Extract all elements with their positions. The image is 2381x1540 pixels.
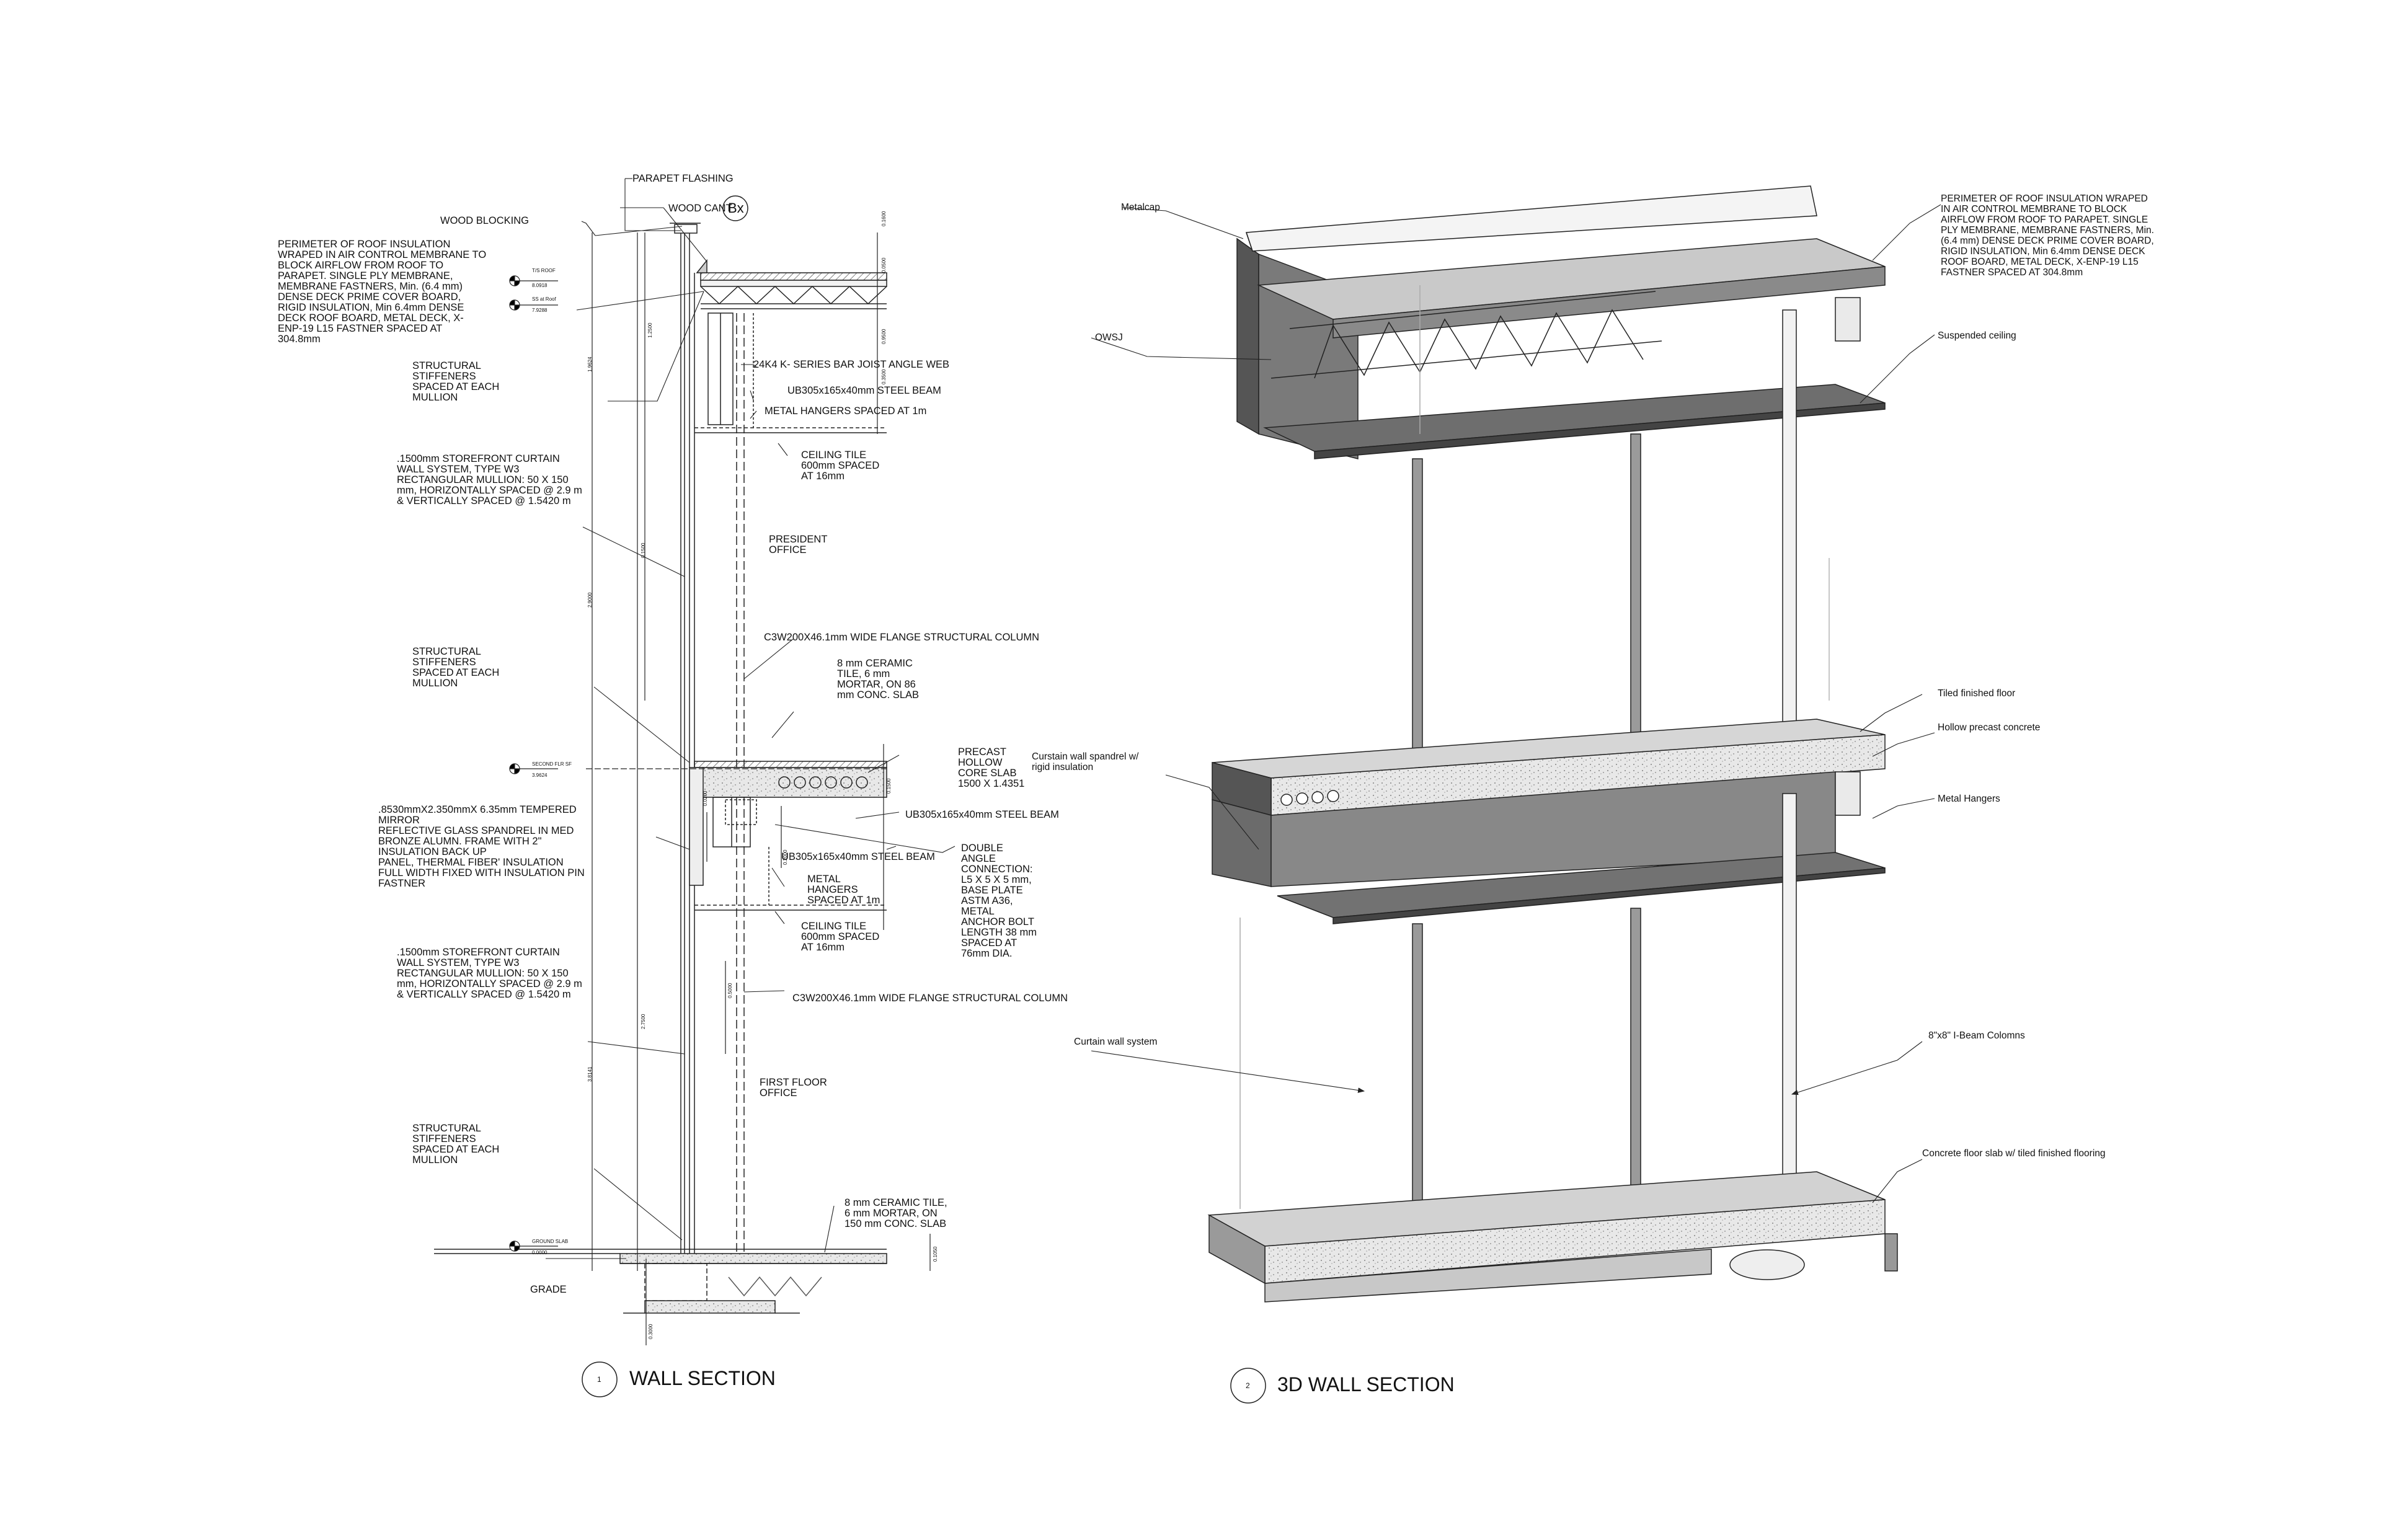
note-spandrel-glass: .8530mmX2.350mmX 6.35mm TEMPERED MIRROR … (378, 804, 585, 889)
note-curtain-wall-upper: .1500mm STOREFRONT CURTAIN WALL SYSTEM, … (397, 453, 582, 507)
wall-section-drawing (434, 223, 887, 1314)
level-ground-value: 0.0000 (532, 1250, 548, 1255)
label-metal-hangers: Metal Hangers (1938, 794, 2000, 804)
section-2-tag-circle (1230, 1368, 1266, 1404)
level-tos-roof-name: T/S ROOF (532, 268, 556, 273)
note-metal-hangers-mid: METAL HANGERS SPACED AT 1m (807, 874, 880, 906)
note-column-lower: C3W200X46.1mm WIDE FLANGE STRUCTURAL COL… (792, 993, 1068, 1004)
section-2-tag-number: 2 (1246, 1381, 1250, 1390)
level-roof-name: SS at Roof (532, 296, 556, 302)
note-ceiling-tile-top: CEILING TILE 600mm SPACED AT 16mm (801, 449, 880, 482)
level-tos-roof-value: 8.0918 (532, 283, 548, 288)
note-ceramic-tile-lower: 8 mm CERAMIC TILE, 6 mm MORTAR, ON 150 m… (845, 1197, 947, 1229)
detail-tag-label: Bx (728, 200, 744, 216)
level-second-floor-value: 3.9624 (532, 772, 548, 778)
wall-section-dimensions (586, 232, 931, 1345)
label-first-floor-office: FIRST FLOOR OFFICE (760, 1077, 827, 1099)
dim-text: 0.5000 (727, 983, 733, 998)
section-1-title: WALL SECTION (629, 1367, 776, 1389)
level-second-floor-name: SECOND FLR SF (532, 761, 572, 767)
note-parapet-flashing: PARAPET FLASHING (632, 173, 734, 184)
label-grade: GRADE (530, 1284, 567, 1295)
note-steel-beam-mid-left: UB305x165x40mm STEEL BEAM (781, 851, 935, 862)
note-column-upper: C3W200X46.1mm WIDE FLANGE STRUCTURAL COL… (764, 632, 1040, 643)
detail-tag-bubble (722, 195, 748, 221)
dim-text: 0.0200 (703, 790, 708, 806)
note-metal-hangers-top: METAL HANGERS SPACED AT 1m (765, 405, 927, 417)
dim-text: 1.9624 (587, 356, 593, 372)
dim-text: 0.2000 (783, 849, 788, 865)
label-tiled-finished-floor: Tiled finished floor (1938, 688, 2016, 699)
label-i-beam-columns: 8"x8" I-Beam Colomns (1928, 1030, 2025, 1041)
3d-wall-section-leaders (1091, 204, 1941, 1203)
dim-text: 0.9500 (881, 329, 887, 344)
dim-text: 0.1600 (881, 211, 887, 226)
3d-wall-section-drawing (1207, 185, 1898, 1303)
3d-section-callouts (1230, 1368, 1266, 1404)
dim-text: 0.1500 (641, 542, 646, 558)
note-steel-beam-mid-right: UB305x165x40mm STEEL BEAM (905, 809, 1059, 820)
note-structural-stiffeners-top: STRUCTURAL STIFFENERS SPACED AT EACH MUL… (412, 360, 500, 403)
label-curtain-wall-system: Curtain wall system (1074, 1037, 1158, 1047)
label-roof-insulation-3d: PERIMETER OF ROOF INSULATION WRAPED IN A… (1941, 193, 2154, 278)
note-double-angle: DOUBLE ANGLE CONNECTION: L5 X 5 X 5 mm, … (961, 843, 1037, 959)
dim-text: 2.7500 (641, 1014, 646, 1029)
note-structural-stiffeners-mid: STRUCTURAL STIFFENERS SPACED AT EACH MUL… (412, 646, 500, 689)
wall-section-callouts (582, 195, 748, 1397)
level-roof-value: 7.9288 (532, 308, 548, 313)
note-wood-cant: WOOD CANT (668, 203, 732, 214)
note-ceiling-tile-mid: CEILING TILE 600mm SPACED AT 16mm (801, 921, 880, 953)
label-owsj: OWSJ (1095, 332, 1123, 343)
dim-text: 0.3000 (648, 1324, 654, 1339)
dim-text: 0.1500 (886, 778, 892, 794)
note-steel-beam-top: UB305x165x40mm STEEL BEAM (787, 385, 941, 396)
note-precast-slab: PRECAST HOLLOW CORE SLAB 1500 X 1.4351 (958, 746, 1025, 789)
dim-text: 1.2500 (647, 322, 653, 338)
note-structural-stiffeners-low: STRUCTURAL STIFFENERS SPACED AT EACH MUL… (412, 1123, 500, 1166)
section-1-tag-circle (582, 1361, 618, 1397)
level-ground-name: GROUND SLAB (532, 1239, 569, 1244)
note-curtain-wall-lower: .1500mm STOREFRONT CURTAIN WALL SYSTEM, … (397, 947, 582, 1000)
section-1-tag-number: 1 (597, 1375, 601, 1384)
label-curtain-spandrel: Curstain wall spandrel w/ rigid insulati… (1032, 751, 1139, 772)
wall-section-leaders (546, 178, 956, 1259)
note-roof-insulation: PERIMETER OF ROOF INSULATION WRAPED IN A… (278, 239, 487, 345)
level-markers (509, 275, 558, 1252)
label-metalcap: Metalcap (1121, 202, 1160, 213)
dim-text: 0.0500 (881, 257, 887, 273)
label-suspended-ceiling: Suspended ceiling (1938, 330, 2016, 341)
label-hollow-precast: Hollow precast concrete (1938, 722, 2041, 733)
label-president-office: PRESIDENT OFFICE (769, 534, 828, 555)
section-2-title: 3D WALL SECTION (1277, 1373, 1455, 1396)
dim-text: 0.3500 (881, 369, 887, 384)
dim-text: 2.9000 (587, 592, 593, 608)
dim-text: 3.8141 (587, 1066, 593, 1082)
note-bar-joist: 24K4 K- SERIES BAR JOIST ANGLE WEB (753, 359, 950, 370)
dim-text: 0.1050 (933, 1246, 938, 1262)
label-concrete-floor-slab: Concrete floor slab w/ tiled finished fl… (1922, 1148, 2106, 1159)
note-ceramic-tile-upper: 8 mm CERAMIC TILE, 6 mm MORTAR, ON 86 mm… (837, 658, 920, 701)
note-wood-blocking: WOOD BLOCKING (440, 215, 530, 226)
